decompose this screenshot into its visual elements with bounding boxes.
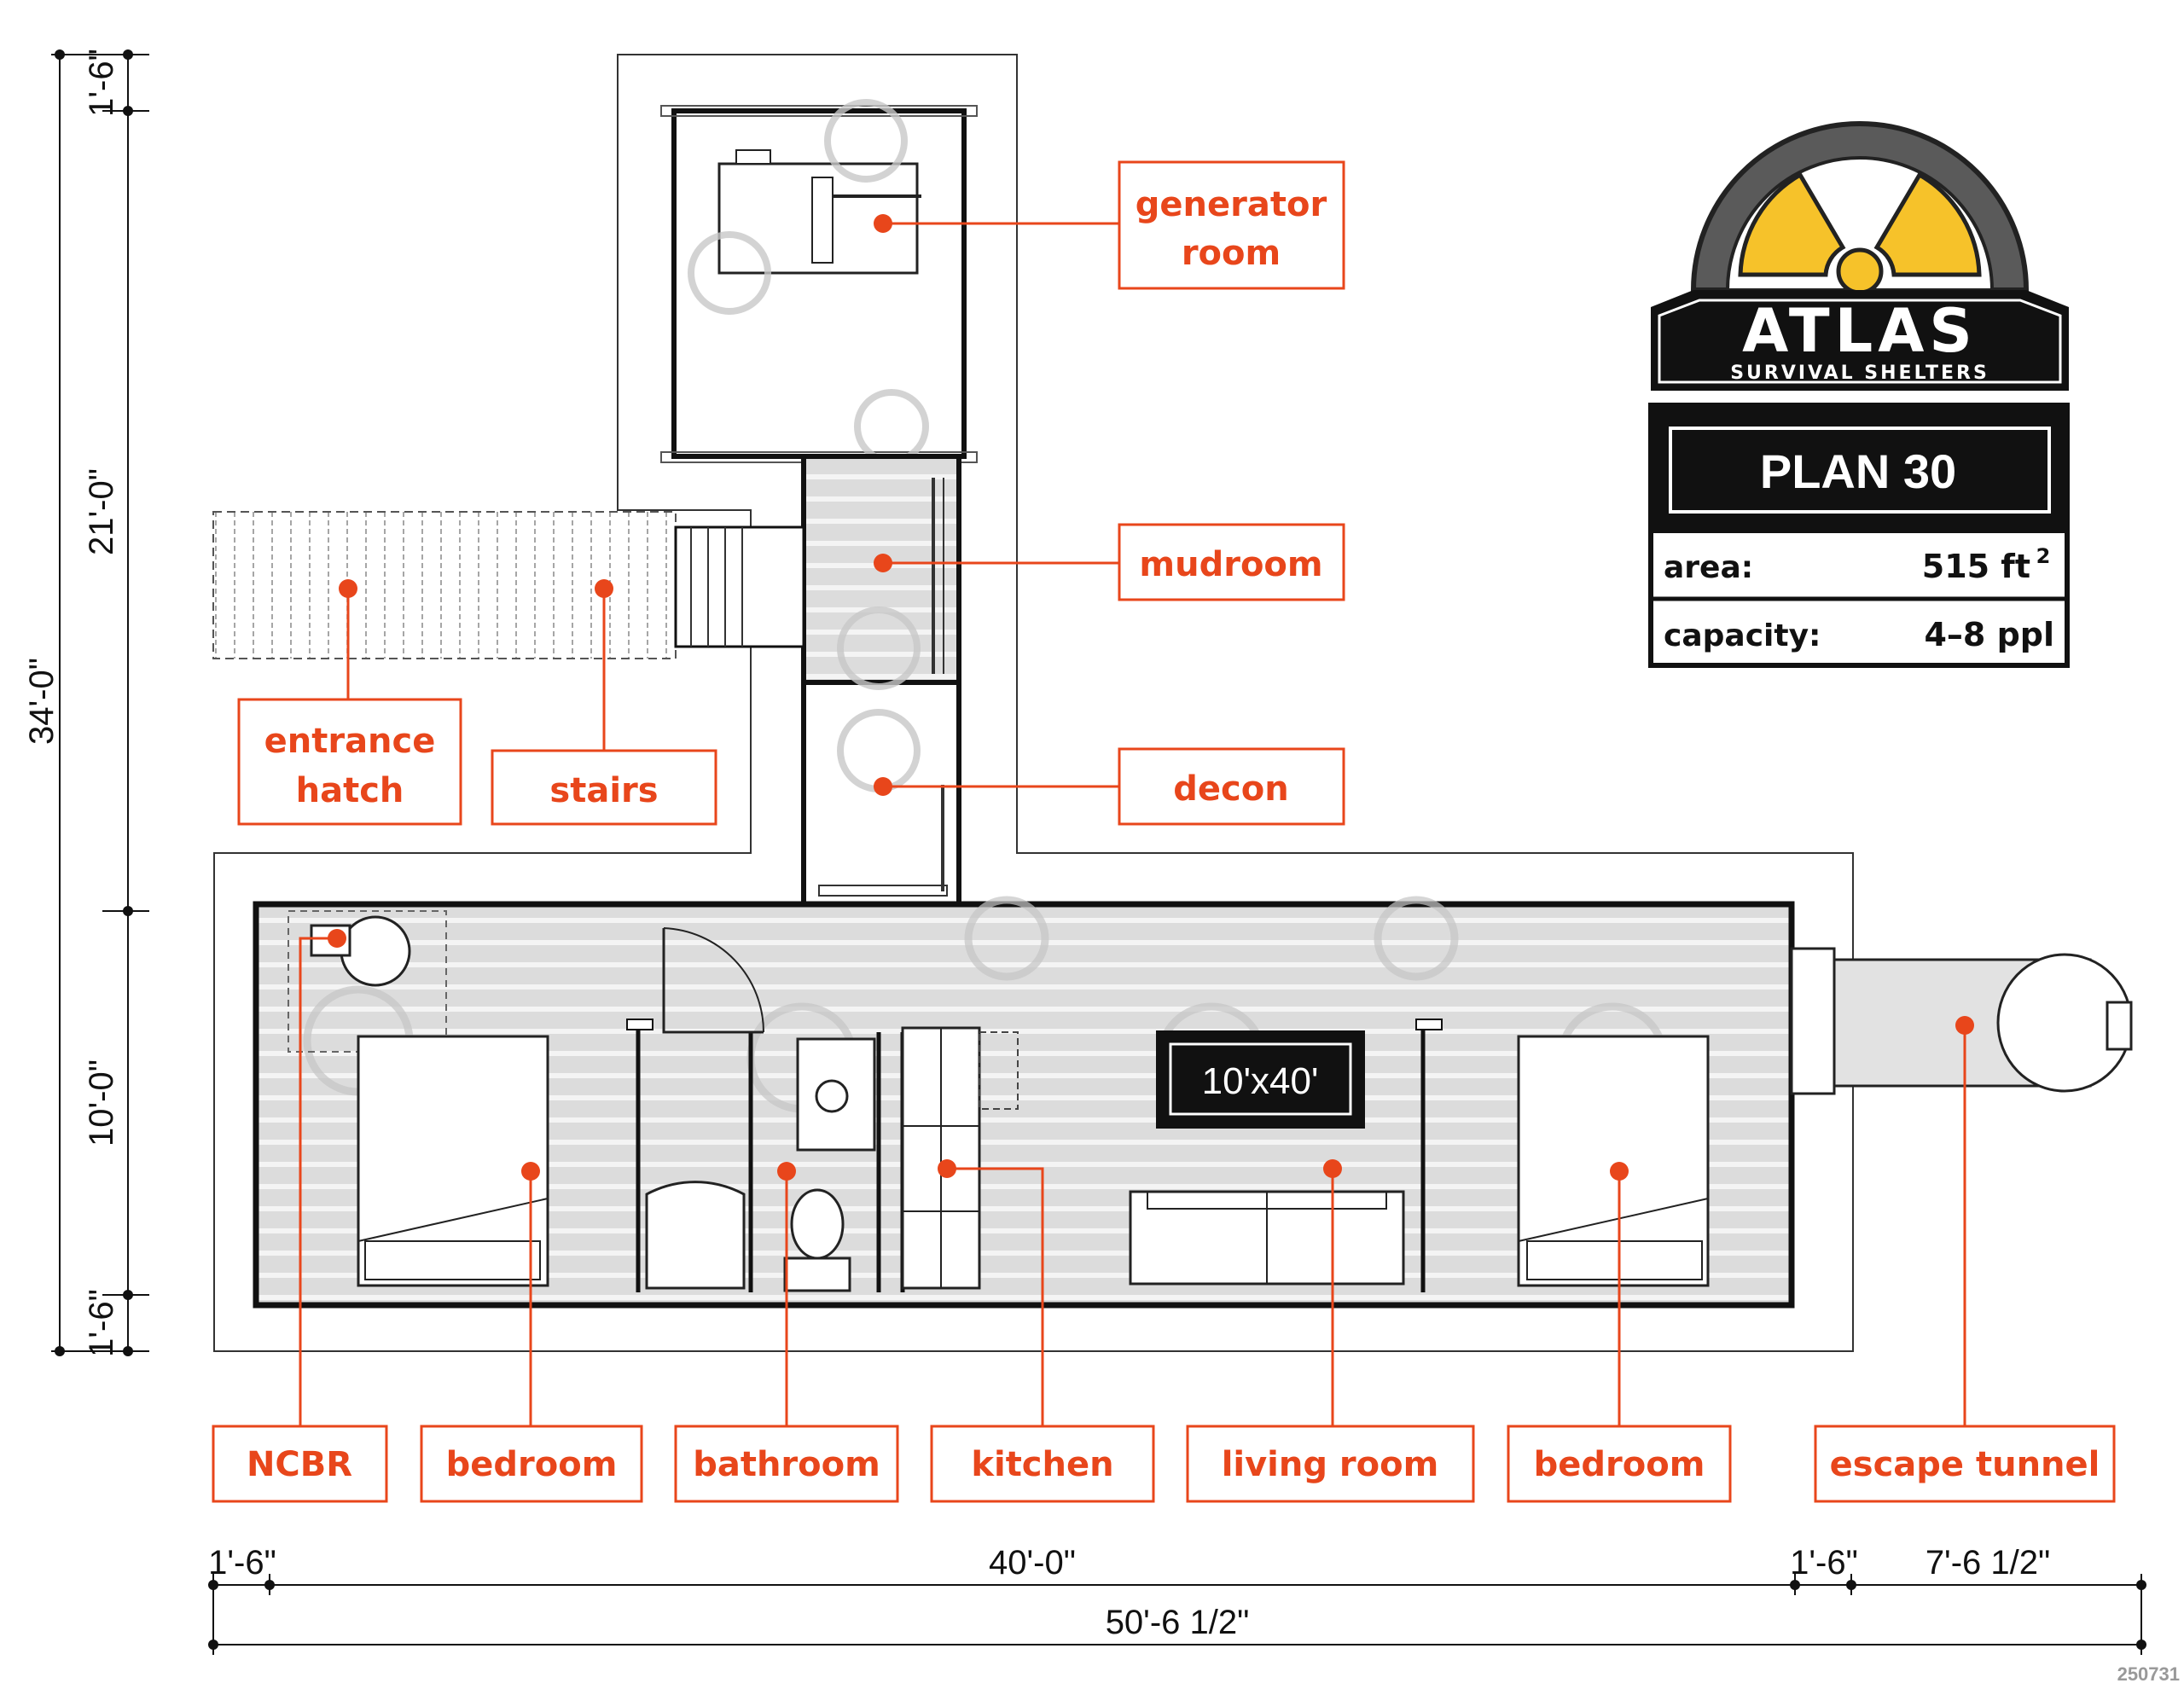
- marker-stairs: [595, 579, 613, 598]
- label-escape-tunnel: escape tunnel: [1830, 1445, 2100, 1484]
- logo-brand: ATLAS: [1742, 296, 1978, 366]
- left-dimensions: [51, 54, 149, 1352]
- marker-escape-tunnel: [1955, 1016, 1974, 1035]
- marker-bathroom: [777, 1162, 796, 1181]
- label-living-room: living room: [1222, 1445, 1439, 1484]
- marker-bedroom-left: [521, 1162, 540, 1181]
- dim-bottom-right-b: 7'-6 1/2": [1926, 1544, 2050, 1582]
- entrance-stairs: [212, 511, 805, 659]
- label-bathroom: bathroom: [693, 1445, 880, 1484]
- radiation-trefoil-icon: [1738, 171, 1982, 295]
- module-size-label: 10'x40': [1202, 1060, 1319, 1102]
- label-entrance-hatch-2: hatch: [296, 771, 404, 810]
- drawing-number: 250731: [2117, 1663, 2180, 1685]
- callout-kitchen: [930, 1425, 1155, 1503]
- label-decon: decon: [1173, 769, 1288, 809]
- callout-escape-tunnel: [1814, 1425, 2116, 1503]
- label-kitchen: kitchen: [971, 1445, 1113, 1484]
- marker-mudroom: [874, 554, 892, 572]
- callout-entrance-hatch: [237, 698, 462, 826]
- label-entrance-hatch-1: entrance: [264, 722, 436, 761]
- callout-stairs: [491, 749, 717, 826]
- bottom-dimensions: [212, 1574, 2142, 1655]
- generator-room-module: [660, 99, 978, 464]
- dim-left-top: 1'-6": [83, 49, 120, 117]
- label-mudroom: mudroom: [1139, 545, 1322, 584]
- atlas-logo: ATLAS SURVIVAL SHELTERS: [1651, 121, 2069, 391]
- marker-generator-room: [874, 214, 892, 233]
- leader-lines: [299, 222, 1966, 1426]
- marker-bedroom-right: [1610, 1162, 1629, 1181]
- callout-decon: [1118, 747, 1345, 826]
- dim-left-bottom: 1'-6": [83, 1289, 120, 1357]
- callout-bedroom-left: [420, 1425, 643, 1503]
- corridor-module: [801, 454, 961, 907]
- dim-bottom-mid: 40'-0": [989, 1544, 1076, 1582]
- plan-spec-box: PLAN 30 area: 515 ft 2 capacity: 4–8 ppl: [1648, 403, 2070, 668]
- logo-tagline: SURVIVAL SHELTERS: [1730, 363, 1989, 384]
- marker-ncbr: [328, 929, 346, 948]
- label-bedroom-right: bedroom: [1534, 1445, 1705, 1484]
- area-value: 515 ft: [1922, 548, 2030, 585]
- marker-living-room: [1323, 1159, 1342, 1178]
- escape-tunnel-drawing: [1790, 947, 2133, 1095]
- label-generator-room-2: room: [1182, 234, 1281, 273]
- marker-kitchen: [938, 1159, 956, 1178]
- callout-bathroom: [674, 1425, 899, 1503]
- label-markers: [328, 214, 1974, 1181]
- dim-bottom-right-a: 1'-6": [1790, 1544, 1858, 1582]
- label-generator-room-1: generator: [1136, 185, 1327, 224]
- dim-left-total: 34'-0": [23, 658, 61, 745]
- main-module: 10'x40': [253, 896, 1795, 1309]
- dim-left-mid: 21'-0": [83, 468, 120, 555]
- capacity-value: 4–8 ppl: [1924, 616, 2054, 653]
- callout-mudroom: [1118, 523, 1345, 601]
- area-unit-superscript: 2: [2036, 544, 2051, 568]
- dim-bottom-left: 1'-6": [208, 1544, 276, 1582]
- callout-generator-room: [1118, 160, 1345, 290]
- label-stairs: stairs: [549, 771, 658, 810]
- plan-title: PLAN 30: [1760, 444, 1956, 498]
- capacity-label: capacity:: [1664, 618, 1821, 653]
- callout-bedroom-right: [1507, 1425, 1732, 1503]
- site-outline: [213, 54, 1854, 1352]
- marker-decon: [874, 777, 892, 796]
- dim-bottom-total: 50'-6 1/2": [1106, 1604, 1250, 1641]
- callout-ncbr: [212, 1425, 388, 1503]
- label-ncbr: NCBR: [247, 1445, 352, 1484]
- callout-living-room: [1186, 1425, 1475, 1503]
- dim-left-module: 10'-0": [83, 1059, 120, 1146]
- area-label: area:: [1664, 550, 1753, 585]
- marker-entrance-hatch: [339, 579, 357, 598]
- label-bedroom-left: bedroom: [446, 1445, 618, 1484]
